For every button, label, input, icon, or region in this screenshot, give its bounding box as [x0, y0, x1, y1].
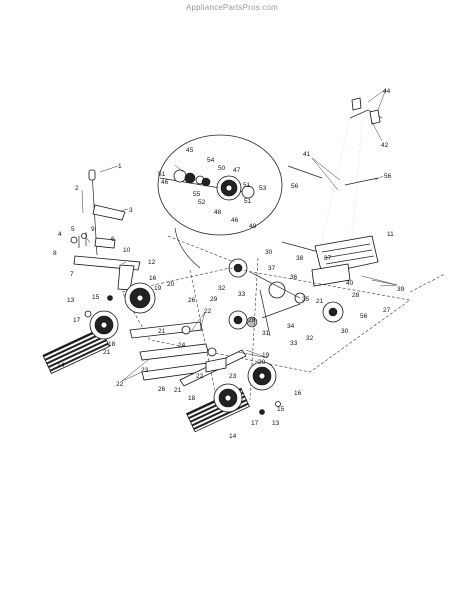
callout-26: 26: [188, 297, 196, 304]
callout-19b: 19: [262, 352, 270, 359]
callout-32: 32: [218, 285, 226, 292]
callout-13b: 13: [272, 420, 280, 427]
callout-25: 24: [178, 342, 186, 349]
callout-10: 10: [123, 247, 131, 254]
callout-45: 45: [186, 147, 194, 154]
callout-21b: 21: [158, 328, 166, 335]
callout-18b: 18: [188, 395, 196, 402]
callout-44: 44: [383, 88, 391, 95]
callout-50: 50: [218, 165, 226, 172]
callout-22: 22: [116, 381, 124, 388]
callout-28b: 28: [352, 292, 360, 299]
callout-20b: 20: [258, 359, 266, 366]
callout-29: 29: [210, 296, 218, 303]
callout-22c: 22: [196, 373, 204, 380]
callout-7: 7: [70, 271, 74, 278]
callout-32b: 32: [306, 335, 314, 342]
handle-assembly: [281, 97, 383, 263]
callout-21: 21: [103, 349, 111, 356]
callout-51b: 51: [243, 182, 251, 189]
callout-51: 51: [158, 171, 166, 178]
callout-17b: 17: [251, 420, 259, 427]
callout-6: 6: [111, 236, 115, 243]
detail-inset: [157, 134, 283, 269]
callout-31: 31: [262, 330, 270, 337]
callout-23: 23: [229, 373, 237, 380]
callout-52: 52: [198, 199, 206, 206]
callout-16b: 16: [294, 390, 302, 397]
callout-15b: 15: [277, 406, 285, 413]
callout-33b: 33: [290, 340, 298, 347]
callout-12: 12: [148, 259, 156, 266]
callout-17: 17: [73, 317, 81, 324]
callout-19: 19: [154, 285, 162, 292]
callout-38: 38: [296, 255, 304, 262]
callout-36: 36: [290, 274, 298, 281]
callout-4: 4: [58, 231, 62, 238]
drive-housing: [311, 235, 379, 287]
callout-5: 5: [71, 226, 75, 233]
callout-21d: 21: [316, 298, 324, 305]
callout-42: 42: [381, 142, 389, 149]
callout-55: 55: [193, 191, 201, 198]
callout-54: 54: [207, 157, 215, 164]
watermark: AppliancePartsPros.com: [186, 3, 278, 12]
callout-27: 27: [383, 307, 391, 314]
leader-lines: [81, 88, 398, 382]
callout-2: 2: [75, 185, 79, 192]
callout-46: 46: [161, 179, 169, 186]
callout-15: 15: [92, 294, 100, 301]
callout-34: 34: [287, 323, 295, 330]
callout-46b: 46: [231, 217, 239, 224]
callout-47: 47: [233, 167, 241, 174]
callout-37b: 37: [324, 255, 332, 262]
callout-48: 48: [214, 209, 222, 216]
callout-14: 14: [57, 362, 65, 369]
callout-49: 49: [249, 223, 257, 230]
callout-1: 1: [118, 163, 122, 170]
callout-21c: 21: [174, 387, 182, 394]
callout-22b: 22: [204, 308, 212, 315]
callout-40: 40: [346, 280, 354, 287]
callout-11: 11: [387, 231, 394, 238]
callout-56b: 56: [384, 173, 392, 180]
callout-16: 16: [149, 275, 157, 282]
callout-8: 8: [53, 250, 57, 257]
callout-35: 35: [302, 296, 310, 303]
shift-lever-assembly: [70, 169, 141, 291]
callout-33: 33: [238, 291, 246, 298]
center-frame: [129, 321, 247, 387]
callout-53: 53: [259, 185, 267, 192]
callout-30b: 30: [341, 328, 349, 335]
callout-20: 20: [167, 281, 175, 288]
callout-13: 13: [67, 297, 75, 304]
right-track-assembly: [186, 361, 281, 433]
callout-37: 37: [268, 265, 276, 272]
callout-51c: 51: [244, 198, 252, 205]
left-track-assembly: [42, 282, 156, 374]
callout-18: 18: [108, 341, 116, 348]
center-drive: [228, 258, 344, 337]
callout-28: 28: [248, 317, 256, 324]
callout-9: 9: [91, 226, 95, 233]
callout-labels: 1 2 3 4 5 6 7 8 9 10 11 12 13 14 15 16 1…: [53, 88, 405, 440]
callout-3: 3: [129, 207, 133, 214]
alignment-guides: [121, 235, 446, 416]
callout-26b: 26: [158, 386, 166, 393]
callout-14b: 14: [229, 433, 237, 440]
callout-24: 23: [141, 367, 149, 374]
callout-56: 56: [291, 183, 299, 190]
callout-41: 41: [303, 151, 311, 158]
callout-39: 39: [397, 286, 405, 293]
callout-30: 30: [265, 249, 273, 256]
callout-56c: 56: [360, 313, 368, 320]
